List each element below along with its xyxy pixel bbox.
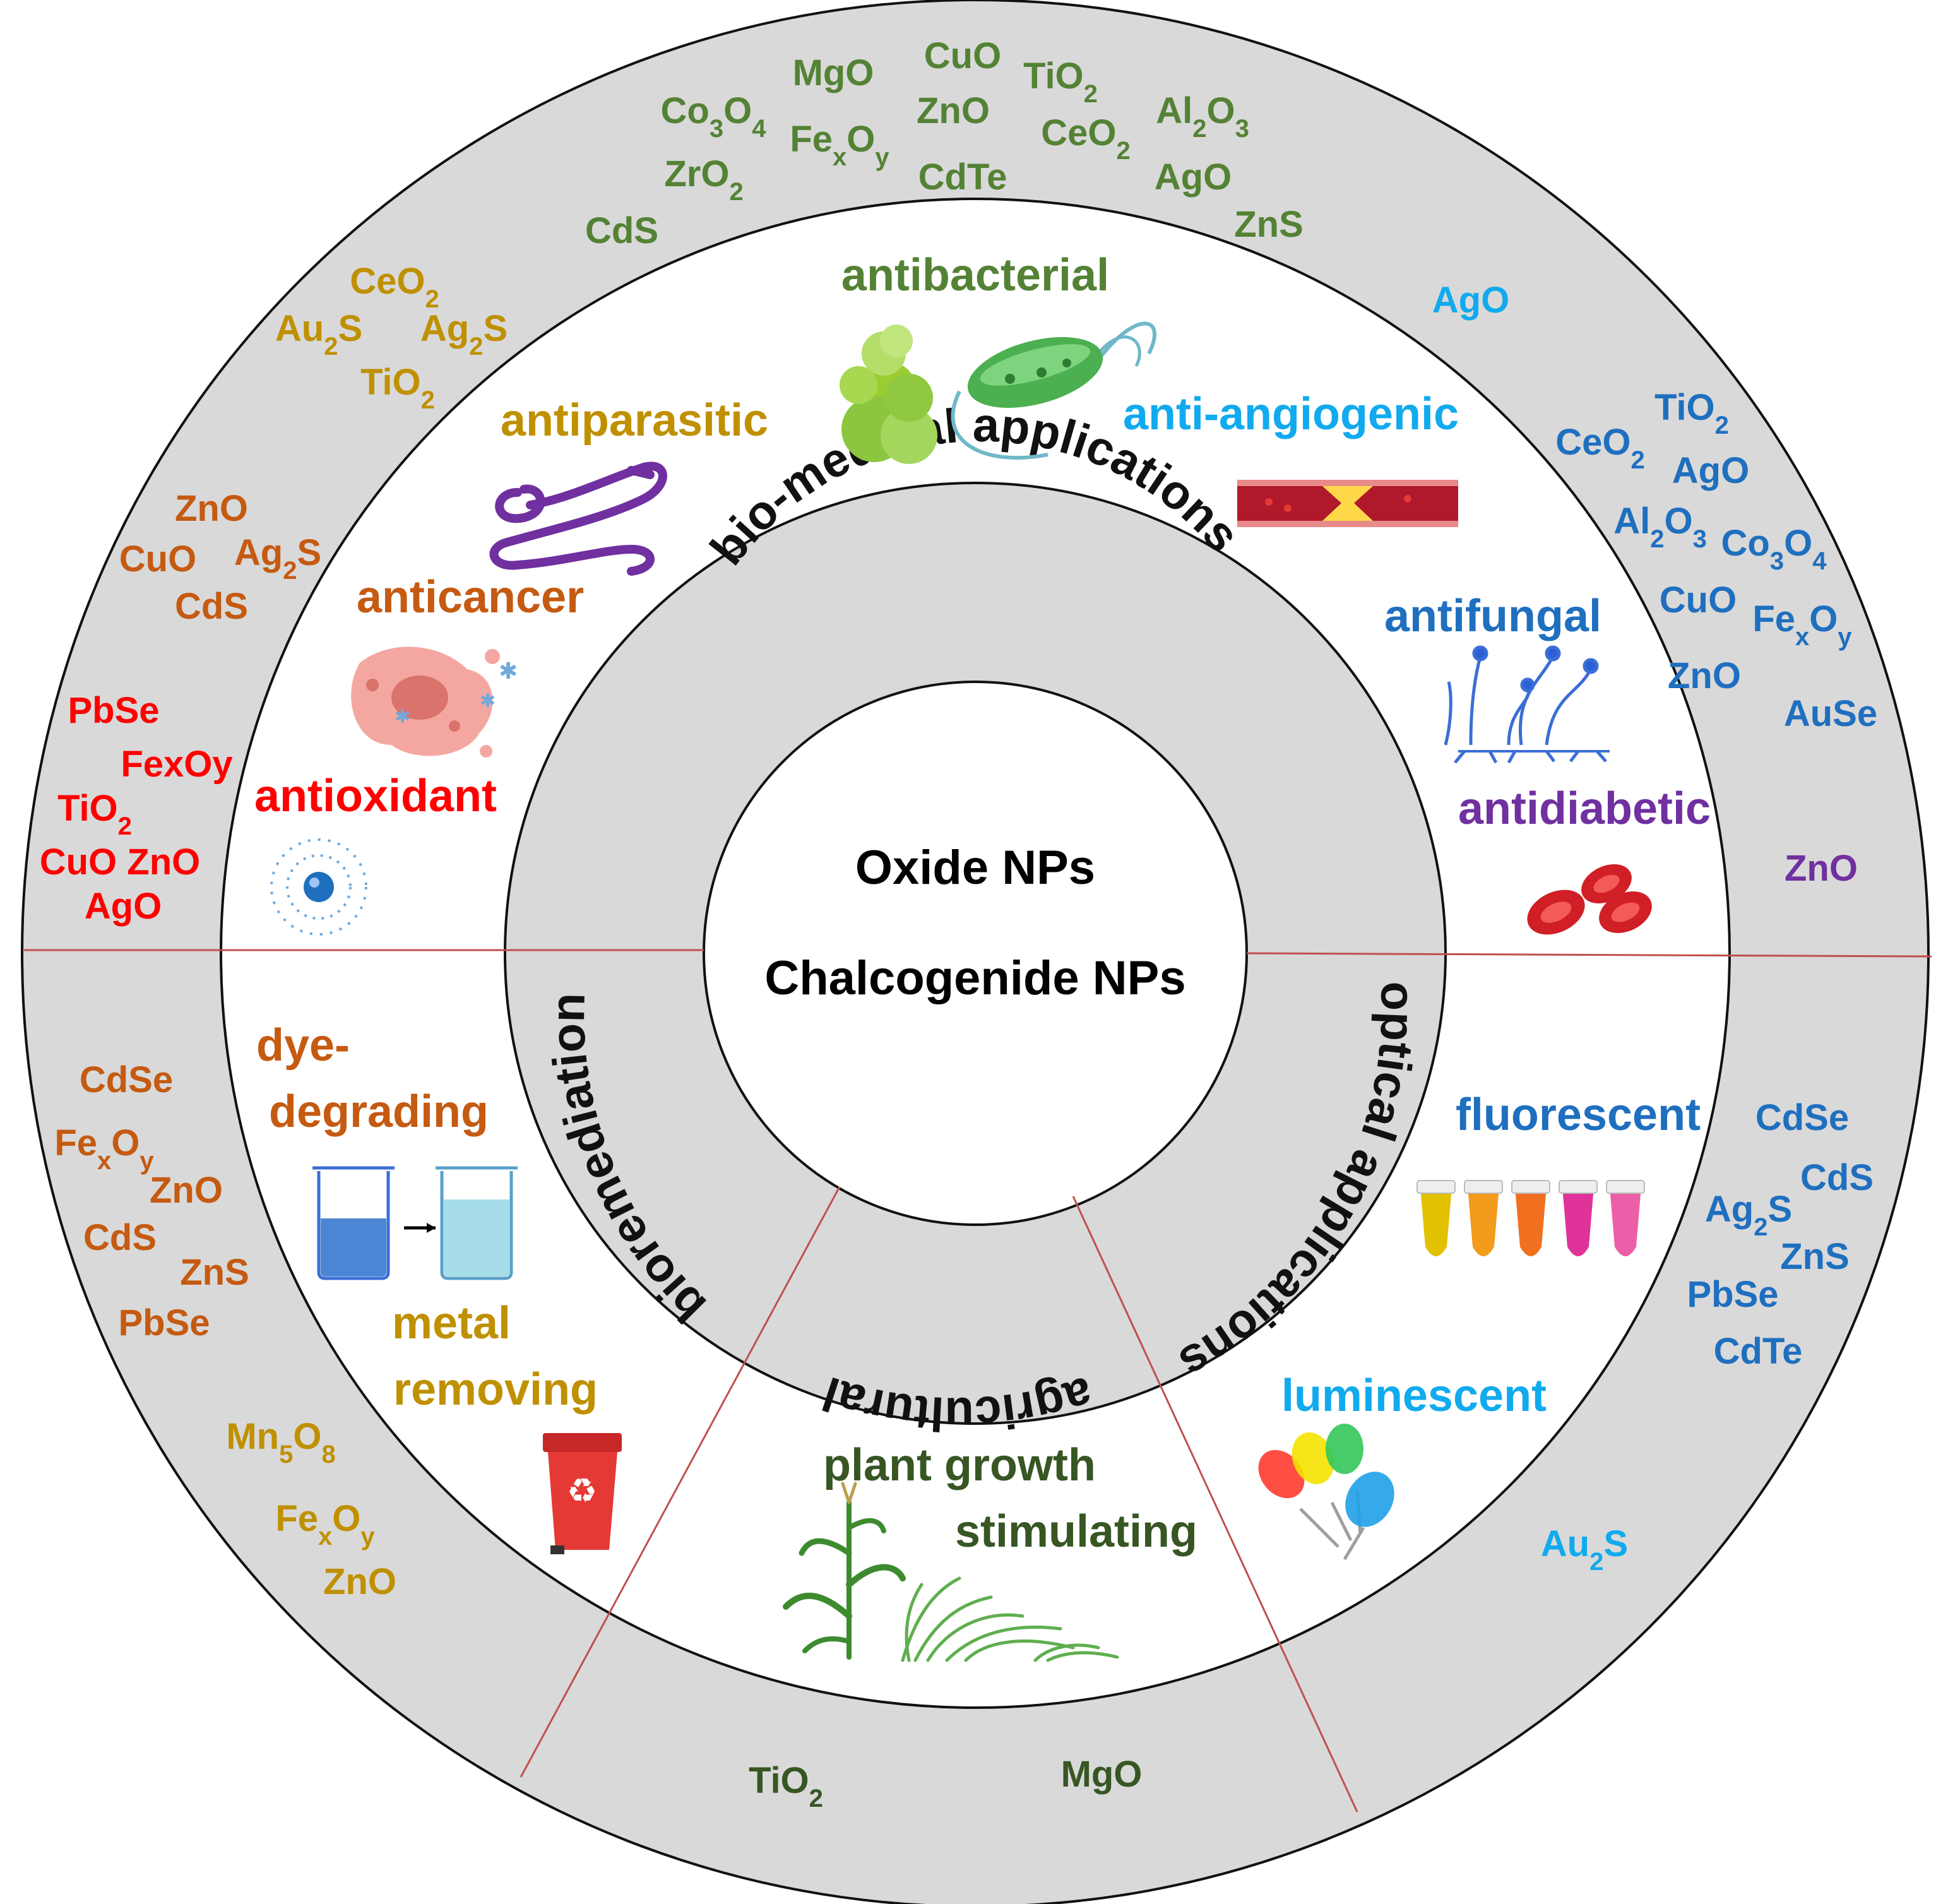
center-line-chalcogenide: Chalcogenide NPs <box>764 951 1185 1005</box>
grass-icon <box>901 1576 1119 1662</box>
led-icon <box>1258 1424 1394 1561</box>
materials-antidiabetic: ZnO <box>1785 848 1858 889</box>
svg-text:✱: ✱ <box>395 706 410 727</box>
material-item: MgO <box>1061 1754 1143 1795</box>
beakers-icon <box>312 1166 518 1280</box>
app-metal: metal <box>392 1298 511 1348</box>
svg-text:✱: ✱ <box>499 658 518 684</box>
material-item: PbSe <box>118 1302 210 1343</box>
app-degrading: degrading <box>269 1086 489 1137</box>
material-item: CdS <box>83 1217 157 1258</box>
material-item: CdTe <box>918 157 1007 198</box>
material-item: CuO <box>924 35 1001 76</box>
material-item: CdTe <box>1714 1331 1803 1372</box>
bacteria-icon <box>840 321 1156 464</box>
material-item: CuO <box>119 538 196 580</box>
material-item: ZnO <box>323 1561 396 1602</box>
material-item: ZnS <box>1234 204 1304 245</box>
material-item: CuO ZnO <box>40 842 201 883</box>
material-item: MgO <box>793 52 874 93</box>
red-blood-cells-icon <box>1527 864 1652 935</box>
material-item: CdS <box>1800 1157 1874 1198</box>
app-antidiabetic: antidiabetic <box>1458 783 1711 834</box>
app-anticancer: anticancer <box>357 572 584 622</box>
material-item: ZnO <box>917 90 990 131</box>
material-item: ZnO <box>175 488 248 529</box>
material-item: AuSe <box>1784 693 1877 734</box>
material-item: AgO <box>85 886 162 927</box>
fungus-icon <box>1444 645 1610 764</box>
parasite-worm-icon <box>489 461 667 576</box>
app-antifungal: antifungal <box>1384 591 1601 641</box>
material-item: ZnO <box>1785 848 1858 889</box>
app-antiangiogenic: anti-angiogenic <box>1123 389 1459 439</box>
test-tubes-icon <box>1416 1180 1645 1256</box>
materials-dye-degrading: CdSe FexOy ZnO CdS ZnS PbSe <box>54 1059 249 1343</box>
app-luminescent: luminescent <box>1281 1371 1547 1421</box>
material-item: ZnS <box>1780 1236 1850 1277</box>
app-antiparasitic: antiparasitic <box>501 395 768 446</box>
material-item: CdS <box>175 586 248 627</box>
material-item: PbSe <box>1687 1274 1778 1315</box>
materials-antiangiogenic: AgO <box>1432 280 1509 321</box>
app-dye: dye- <box>256 1020 350 1071</box>
app-plant-growth: plant growth <box>823 1440 1096 1490</box>
material-item: CdS <box>585 210 658 251</box>
app-antioxidant: antioxidant <box>254 771 497 821</box>
material-item: ZnO <box>150 1170 223 1211</box>
app-stimulating: stimulating <box>955 1506 1197 1557</box>
material-item: ZnS <box>180 1252 249 1293</box>
cancer-cell-icon: ✱ ✱ ✱ <box>351 646 518 758</box>
atom-icon <box>270 838 367 936</box>
svg-text:✱: ✱ <box>480 691 496 711</box>
recycle-bin-icon: ♻ <box>543 1433 622 1554</box>
material-item: ZnO <box>1668 655 1741 696</box>
blood-vessel-icon <box>1237 480 1458 527</box>
material-item: AgO <box>1672 450 1749 491</box>
material-item: AgO <box>1432 280 1509 321</box>
material-item: CdSe <box>1755 1097 1849 1138</box>
section-dividers <box>24 949 1932 1812</box>
material-item: FexOy <box>121 744 232 785</box>
svg-text:♻: ♻ <box>567 1472 597 1510</box>
app-removing: removing <box>393 1364 598 1415</box>
app-fluorescent: fluorescent <box>1456 1090 1701 1140</box>
material-item: AgO <box>1155 157 1232 198</box>
material-item: CdSe <box>80 1059 173 1100</box>
material-item: CuO <box>1660 580 1737 621</box>
corn-plant-icon <box>783 1482 906 1660</box>
app-antibacterial: antibacterial <box>841 250 1109 300</box>
material-item: PbSe <box>68 690 159 731</box>
center-line-oxide: Oxide NPs <box>855 841 1095 895</box>
